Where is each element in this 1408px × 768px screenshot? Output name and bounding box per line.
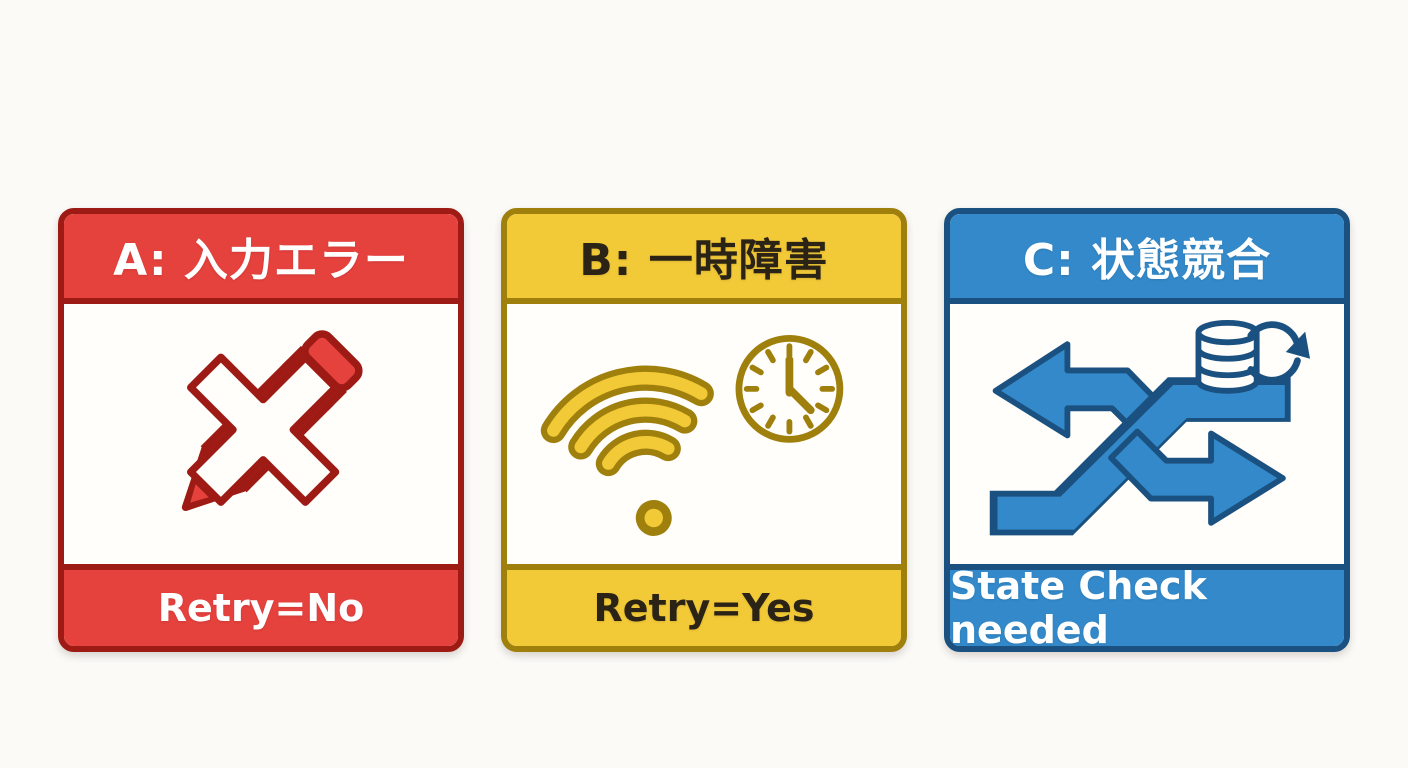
- crossing-arrows-database-icon: [989, 319, 1311, 536]
- card-b-footer-label: Retry=Yes: [507, 564, 901, 646]
- refresh-icon: [1247, 321, 1311, 384]
- card-c-body: [950, 304, 1344, 564]
- cards-row: A: 入力エラー Retry=No B: 一時障害: [58, 208, 1350, 652]
- card-c-title: C: 状態競合: [950, 214, 1344, 304]
- card-a-body: [64, 304, 458, 564]
- card-b-title: B: 一時障害: [507, 214, 901, 304]
- card-b-body: [507, 304, 901, 564]
- card-state-conflict: C: 状態競合: [944, 208, 1350, 652]
- card-input-error: A: 入力エラー Retry=No: [58, 208, 464, 652]
- card-a-title: A: 入力エラー: [64, 214, 458, 304]
- clock-icon: [735, 334, 844, 443]
- wifi-clock-icon: [540, 334, 844, 536]
- database-icon: [1195, 319, 1260, 394]
- card-c-footer-label: State Check needed: [950, 564, 1344, 646]
- card-temporary-failure: B: 一時障害: [501, 208, 907, 652]
- pencil-cross-icon: [181, 330, 363, 512]
- card-a-footer-label: Retry=No: [64, 564, 458, 646]
